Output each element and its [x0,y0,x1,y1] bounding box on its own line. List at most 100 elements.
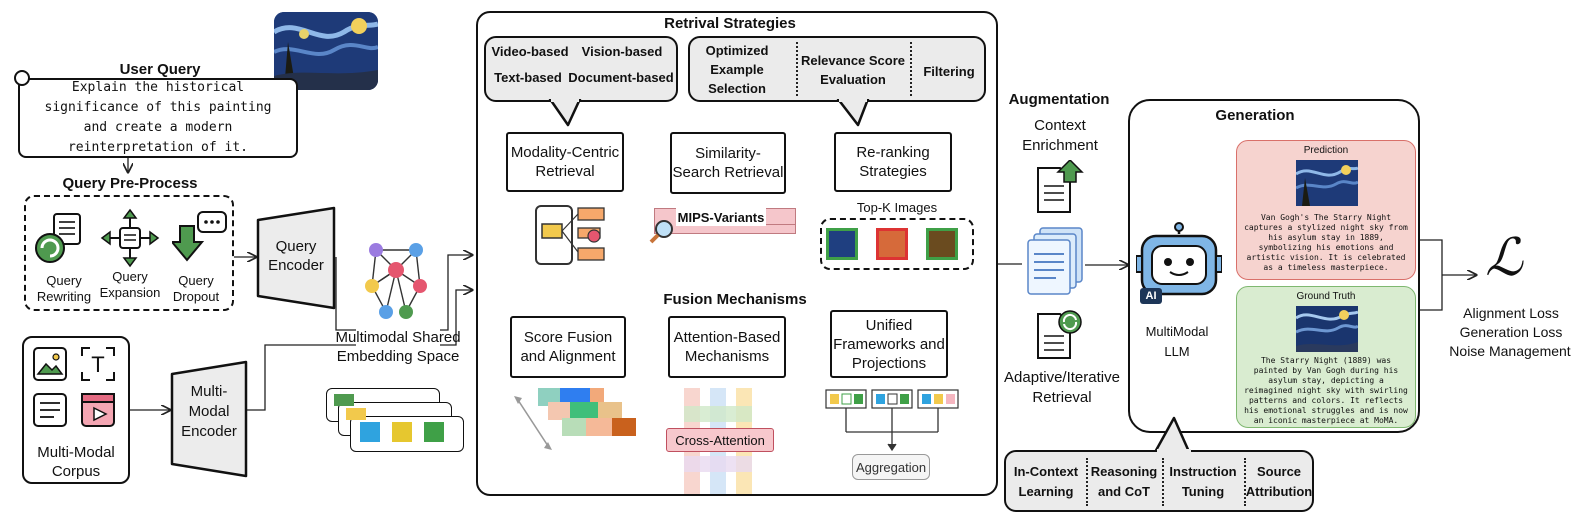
adaptive-retrieval-label: Adaptive/Iterative Retrieval [1004,369,1120,406]
query-dropout-label: Query Dropout [172,273,220,304]
score-fusion-graphic [514,388,636,450]
vision-based-label: Vision-based [581,43,663,59]
source-attribution-label: Source Attribution [1245,464,1313,499]
corpus-label: Multi-Modal Corpus [37,444,115,480]
document-icon [33,393,67,427]
modality-bubble [484,36,678,102]
similarity-search-box: Similarity-Search Retrieval [670,132,786,194]
modality-centric-label: Modality-Centric Retrieval [510,144,620,180]
video-icon [81,393,115,427]
re-ranking-label: Re-ranking Strategies [856,144,930,180]
magnifier-handle [14,70,30,86]
magnifier-icon [649,220,673,244]
query-expansion-label: Query Expansion [99,269,161,300]
text-based-label: Text-based [494,69,562,85]
query-expansion-icon [100,208,160,268]
alignment-loss-label: Alignment Loss [1463,305,1559,321]
prediction-painting [1296,160,1358,206]
query-dropout-icon [172,211,227,262]
fusion-title: Fusion Mechanisms [610,290,860,308]
text-icon: T [81,347,115,381]
neural-network-icon [365,243,427,319]
aggregation-box: Aggregation [852,454,930,480]
query-rewriting-label: Query Rewriting [36,273,92,304]
document-upload-icon [1037,160,1084,213]
query-encoder-shape [256,206,336,310]
query-preprocess-title: Query Pre-Process [62,174,198,192]
relevance-score-label: Relevance Score Evaluation [800,53,906,87]
query-rewriting-icon [35,213,81,263]
bubble-divider [1086,458,1088,506]
llm-label: MultiModal LLM [1145,324,1209,359]
ranking-bubble [688,36,986,102]
similarity-search-label: Similarity-Search Retrieval [672,145,784,181]
bubble-divider [910,42,912,96]
modality-centric-box: Modality-Centric Retrieval [506,132,624,192]
instruction-tuning-label: Instruction Tuning [1169,464,1237,499]
user-query-title: User Query [119,60,201,78]
unified-frameworks-label: Unified Frameworks and Projections [833,316,945,372]
aggregation-label: Aggregation [855,459,927,475]
robot-icon [1136,222,1222,304]
vector-cell [424,422,444,442]
optimized-example-label: Optimized Example Selection [705,42,769,96]
user-query-box: Explain the historical significance of t… [18,78,298,158]
filtering-label: Filtering [923,63,975,79]
mips-label: MIPS-Variants [676,208,766,226]
prediction-text: Van Gogh's The Starry Night captures a s… [1244,213,1408,272]
cross-attention-label: Cross-Attention [675,432,765,448]
image-icon [33,347,67,381]
embedding-space-label: Multimodal Shared Embedding Space [335,329,461,365]
svg-text:T: T [91,352,104,377]
query-encoder-label: Query Encoder [268,238,324,274]
augmentation-title: Augmentation [1008,90,1110,108]
mm-encoder-shape [170,360,248,478]
reasoning-cot-label: Reasoning and CoT [1090,464,1158,499]
multimodal-device-icon [535,205,605,265]
attention-based-box: Attention-Based Mechanisms [668,316,786,378]
prediction-title: Prediction [1303,144,1349,156]
attention-row [684,456,752,472]
ground-truth-text: The Starry Night (1889) was painted by V… [1244,356,1408,425]
attention-based-label: Attention-Based Mechanisms [673,329,781,365]
bubble-tail [836,99,870,127]
topk-image [876,228,908,260]
bubble-tail-cover [1157,449,1191,454]
generation-title: Generation [1215,106,1295,124]
bubble-divider [796,42,798,96]
training-bubble [1004,450,1314,512]
context-enrichment-label: Context Enrichment [1022,117,1098,154]
user-query-text: Explain the historical significance of t… [44,80,272,155]
re-ranking-box: Re-ranking Strategies [834,132,952,192]
topk-image [826,228,858,260]
bubble-tail [548,99,582,127]
ground-truth-title: Ground Truth [1296,290,1356,302]
bubble-divider [1244,458,1246,506]
loss-symbol: ℒ [1485,228,1523,288]
painting-thumbnail [274,12,378,90]
vector-cell [346,408,366,420]
vector-cell [360,422,380,442]
bubble-divider [1162,458,1164,506]
document-refresh-icon [1037,310,1082,359]
projection-graphic [825,389,959,452]
score-fusion-box: Score Fusion and Alignment [510,316,626,378]
ground-truth-painting [1296,306,1358,352]
cross-attention-box: Cross-Attention [666,428,774,452]
documents-stack-icon [1027,227,1083,295]
in-context-label: In-Context Learning [1013,464,1079,499]
attention-row [684,406,752,422]
noise-management-label: Noise Management [1449,343,1571,359]
vector-cell [334,394,354,406]
video-based-label: Video-based [491,43,569,59]
prediction-card [1236,140,1416,280]
mm-encoder-label: Multi-Modal Encoder [181,383,237,440]
generation-loss-label: Generation Loss [1459,324,1563,340]
vector-cell [392,422,412,442]
topk-label: Top-K Images [856,199,938,215]
document-based-label: Document-based [568,69,674,85]
score-fusion-label: Score Fusion and Alignment [520,329,616,365]
retrieval-title: Retrival Strategies [664,14,796,32]
unified-frameworks-box: Unified Frameworks and Projections [830,310,948,378]
topk-image [926,228,958,260]
